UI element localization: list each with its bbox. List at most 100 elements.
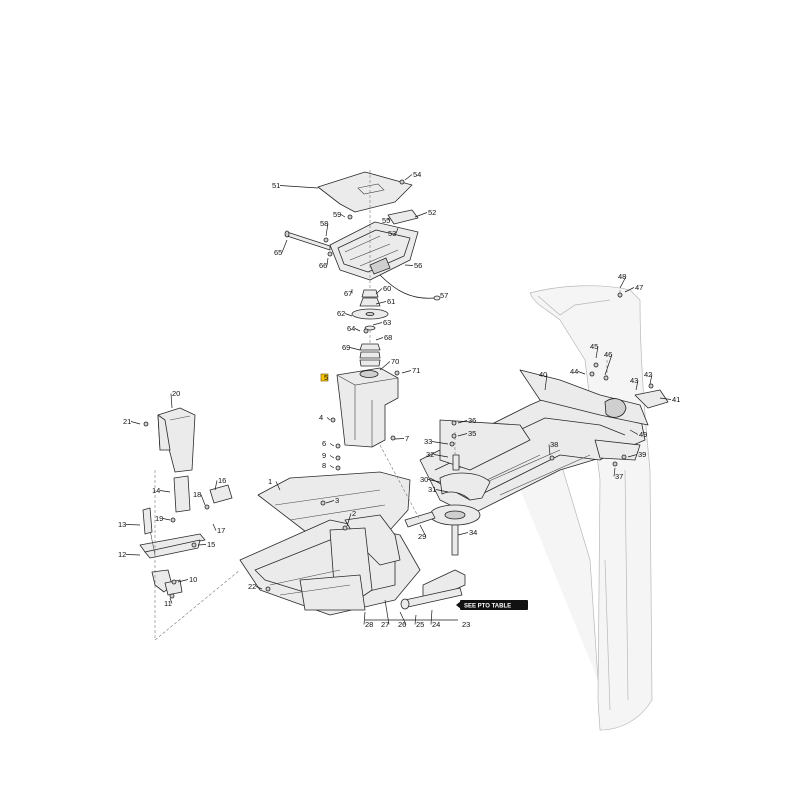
pivot-assembly [400, 454, 491, 610]
callout-48[interactable]: 48 [618, 272, 626, 281]
rods-and-cables [284, 230, 441, 301]
fastener-2 [342, 525, 348, 531]
callout-22[interactable]: 22 [248, 582, 256, 591]
callout-5[interactable]: 5 [324, 373, 328, 382]
callout-3[interactable]: 3 [335, 496, 339, 505]
callout-29[interactable]: 29 [418, 532, 426, 541]
callout-10[interactable]: 10 [189, 575, 197, 584]
leader-41 [659, 397, 672, 400]
callout-46[interactable]: 46 [604, 350, 612, 359]
callout-49[interactable]: 49 [639, 430, 647, 439]
callout-66[interactable]: 66 [319, 261, 327, 270]
callout-9[interactable]: 9 [322, 451, 326, 460]
callout-67[interactable]: 67 [344, 289, 352, 298]
leader-32 [433, 454, 449, 458]
callout-52[interactable]: 52 [428, 208, 436, 217]
callout-7[interactable]: 7 [405, 434, 409, 443]
fastener-45 [593, 362, 599, 368]
leader-69 [349, 347, 361, 351]
callout-41[interactable]: 41 [672, 395, 680, 404]
leader-19 [162, 518, 171, 521]
leader-9 [329, 455, 335, 459]
leader-2 [346, 513, 352, 527]
callout-27[interactable]: 27 [381, 620, 389, 629]
callout-56[interactable]: 56 [414, 261, 422, 270]
callout-16[interactable]: 16 [218, 476, 226, 485]
callout-59[interactable]: 59 [333, 210, 341, 219]
callout-42[interactable]: 42 [644, 370, 652, 379]
fastener-15 [191, 542, 197, 548]
callout-labels: 1234567891011121314151617181920212223242… [118, 170, 680, 629]
leader-33 [431, 441, 449, 445]
fastener-19 [170, 517, 176, 523]
fastener-35 [451, 433, 457, 439]
leader-49 [629, 429, 639, 435]
callout-31[interactable]: 31 [428, 485, 436, 494]
callout-4[interactable]: 4 [319, 413, 323, 422]
leader-16 [214, 480, 218, 491]
leader-35 [457, 433, 468, 437]
leader-31 [435, 489, 449, 493]
leader-18 [200, 494, 206, 506]
callout-28[interactable]: 28 [365, 620, 373, 629]
callout-58[interactable]: 58 [320, 219, 328, 228]
callout-40[interactable]: 40 [539, 370, 547, 379]
callout-6[interactable]: 6 [322, 439, 326, 448]
callout-61[interactable]: 61 [387, 297, 395, 306]
callout-69[interactable]: 69 [342, 343, 350, 352]
callout-19[interactable]: 19 [155, 514, 163, 523]
callout-20[interactable]: 20 [172, 389, 180, 398]
callout-2[interactable]: 2 [352, 509, 356, 518]
callout-26[interactable]: 26 [398, 620, 406, 629]
callout-36[interactable]: 36 [468, 416, 476, 425]
callout-23[interactable]: 23 [462, 620, 470, 629]
callout-55[interactable]: 55 [382, 216, 390, 225]
leader-27 [384, 599, 390, 625]
callout-37[interactable]: 37 [615, 472, 623, 481]
callout-65[interactable]: 65 [274, 248, 282, 257]
callout-64[interactable]: 64 [347, 324, 355, 333]
fastener-3 [320, 500, 326, 506]
fastener-66 [327, 251, 333, 257]
callout-8[interactable]: 8 [322, 461, 326, 470]
callout-14[interactable]: 14 [152, 486, 160, 495]
callout-63[interactable]: 63 [383, 318, 391, 327]
callout-33[interactable]: 33 [424, 437, 432, 446]
callout-51[interactable]: 51 [272, 181, 280, 190]
callout-21[interactable]: 21 [123, 417, 131, 426]
callout-53[interactable]: 53 [388, 229, 396, 238]
callout-43[interactable]: 43 [630, 376, 638, 385]
callout-45[interactable]: 45 [590, 342, 598, 351]
callout-38[interactable]: 38 [550, 440, 558, 449]
callout-62[interactable]: 62 [337, 309, 345, 318]
leader-29 [419, 524, 427, 537]
callout-39[interactable]: 39 [638, 450, 646, 459]
callout-60[interactable]: 60 [383, 284, 391, 293]
callout-68[interactable]: 68 [384, 333, 392, 342]
callout-57[interactable]: 57 [440, 291, 448, 300]
callout-32[interactable]: 32 [426, 450, 434, 459]
callout-24[interactable]: 24 [432, 620, 440, 629]
callout-44[interactable]: 44 [570, 367, 578, 376]
callout-17[interactable]: 17 [217, 526, 225, 535]
lower-chassis [239, 471, 421, 616]
callout-54[interactable]: 54 [413, 170, 421, 179]
leader-12 [125, 554, 141, 556]
callout-11[interactable]: 11 [164, 599, 172, 608]
callout-18[interactable]: 18 [193, 490, 201, 499]
callout-15[interactable]: 15 [207, 540, 215, 549]
callout-47[interactable]: 47 [635, 283, 643, 292]
pto-table-badge[interactable]: SEE PTO TABLE [456, 600, 528, 610]
callout-12[interactable]: 12 [118, 550, 126, 559]
callout-1[interactable]: 1 [268, 477, 272, 486]
fastener-59 [347, 214, 353, 220]
callout-70[interactable]: 70 [391, 357, 399, 366]
left-tower [157, 407, 196, 473]
callout-34[interactable]: 34 [469, 528, 477, 537]
callout-30[interactable]: 30 [420, 475, 428, 484]
callout-35[interactable]: 35 [468, 429, 476, 438]
callout-13[interactable]: 13 [118, 520, 126, 529]
callout-71[interactable]: 71 [412, 366, 420, 375]
callout-25[interactable]: 25 [416, 620, 424, 629]
